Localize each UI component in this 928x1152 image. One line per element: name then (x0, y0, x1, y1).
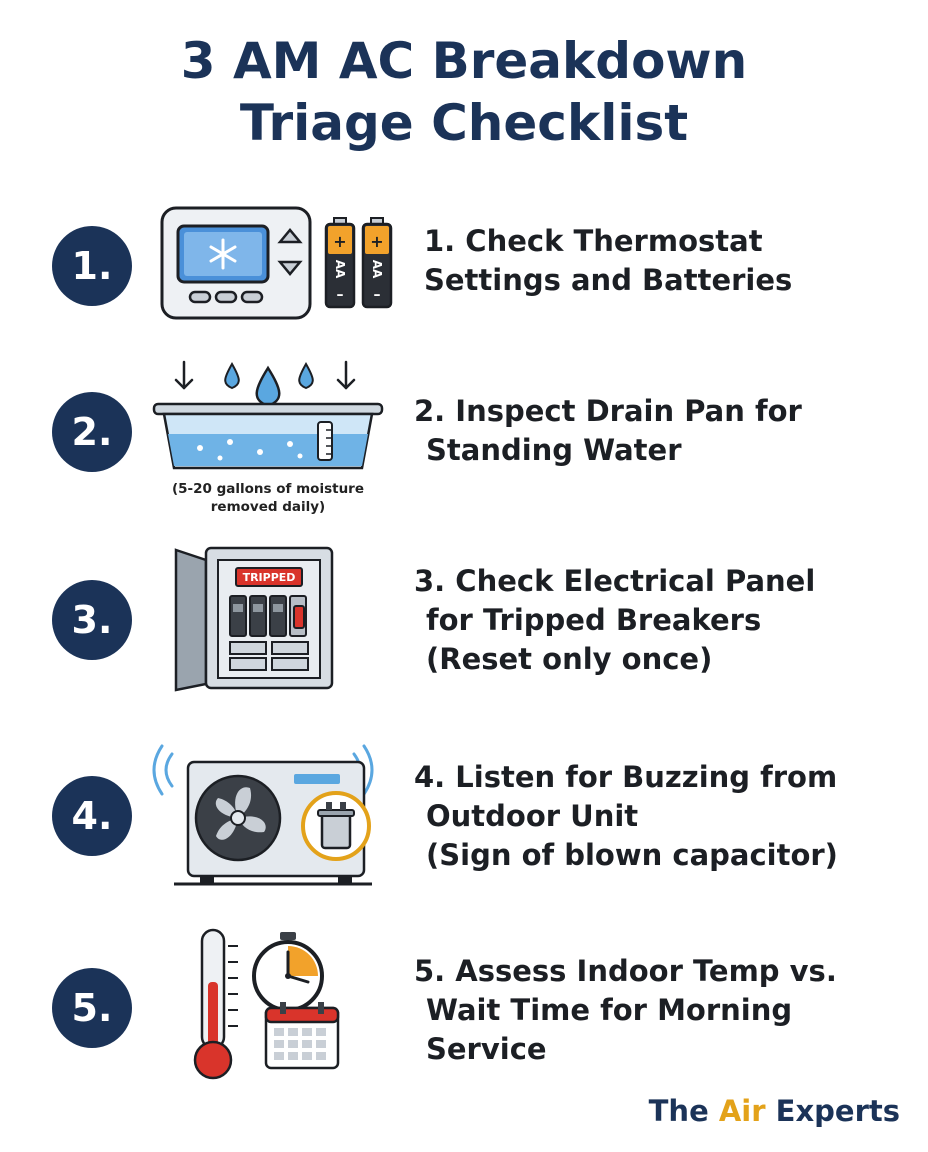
step-5-text: 5. Assess Indoor Temp vs. Wait Time for … (414, 952, 837, 1069)
drain-pan-icon (152, 360, 384, 470)
title-line-1: 3 AM AC Breakdown (180, 32, 748, 90)
step-number-badge: 2. (52, 392, 132, 472)
brand-logo: The Air Experts (649, 1094, 900, 1128)
capacitor-icon (301, 791, 371, 861)
battery-label: AA (370, 259, 384, 279)
step-number-badge: 4. (52, 776, 132, 856)
step-number-badge: 5. (52, 968, 132, 1048)
step-text-line: Service (426, 1032, 547, 1066)
battery-label: AA (333, 259, 347, 279)
step-text-line: 1. Check Thermostat (424, 224, 763, 258)
step-text-line: Settings and Batteries (424, 263, 793, 297)
svg-text:–: – (374, 287, 381, 303)
step-text-line: 2. Inspect Drain Pan for (414, 394, 802, 428)
step-text-line: (Sign of blown capacitor) (426, 838, 838, 872)
step-number-badge: 3. (52, 580, 132, 660)
caption-line: removed daily) (210, 499, 326, 515)
battery-icon: + – (361, 217, 393, 309)
svg-text:–: – (337, 287, 344, 303)
step-text-line: Outdoor Unit (426, 799, 639, 833)
step-number-badge: 1. (52, 226, 132, 306)
calendar-icon (264, 1002, 340, 1070)
drain-pan-caption: (5-20 gallons of moisture removed daily) (146, 480, 390, 516)
brand-part-1: The (648, 1094, 719, 1128)
thermostat-icon (160, 206, 312, 320)
step-text-line: (Reset only once) (426, 642, 713, 676)
brand-part-3: Experts (765, 1094, 900, 1128)
step-text-line: 4. Listen for Buzzing from (414, 760, 838, 794)
title-line-2: Triage Checklist (239, 94, 689, 152)
outdoor-ac-unit-icon (152, 744, 374, 886)
svg-text:+: + (333, 232, 346, 251)
thermometer-icon (193, 928, 238, 1080)
step-2-text: 2. Inspect Drain Pan for Standing Water (414, 392, 802, 470)
step-text-line: Wait Time for Morning (426, 993, 793, 1027)
tripped-label: TRIPPED (242, 571, 296, 584)
battery-icon: + – (324, 217, 356, 309)
brand-part-2: Air (718, 1094, 766, 1128)
step-3-text: 3. Check Electrical Panel for Tripped Br… (414, 562, 815, 679)
page-title: 3 AM AC Breakdown Triage Checklist (0, 30, 928, 154)
step-text-line: for Tripped Breakers (426, 603, 762, 637)
clock-icon (252, 932, 324, 1012)
step-text-line: 5. Assess Indoor Temp vs. (414, 954, 837, 988)
step-text-line: 3. Check Electrical Panel (414, 564, 816, 598)
step-4-text: 4. Listen for Buzzing from Outdoor Unit … (414, 758, 838, 875)
caption-line: (5-20 gallons of moisture (171, 481, 365, 497)
electrical-panel-icon (174, 546, 334, 692)
step-1-text: 1. Check Thermostat Settings and Batteri… (424, 222, 792, 300)
step-text-line: Standing Water (426, 433, 682, 467)
svg-text:+: + (370, 232, 383, 251)
